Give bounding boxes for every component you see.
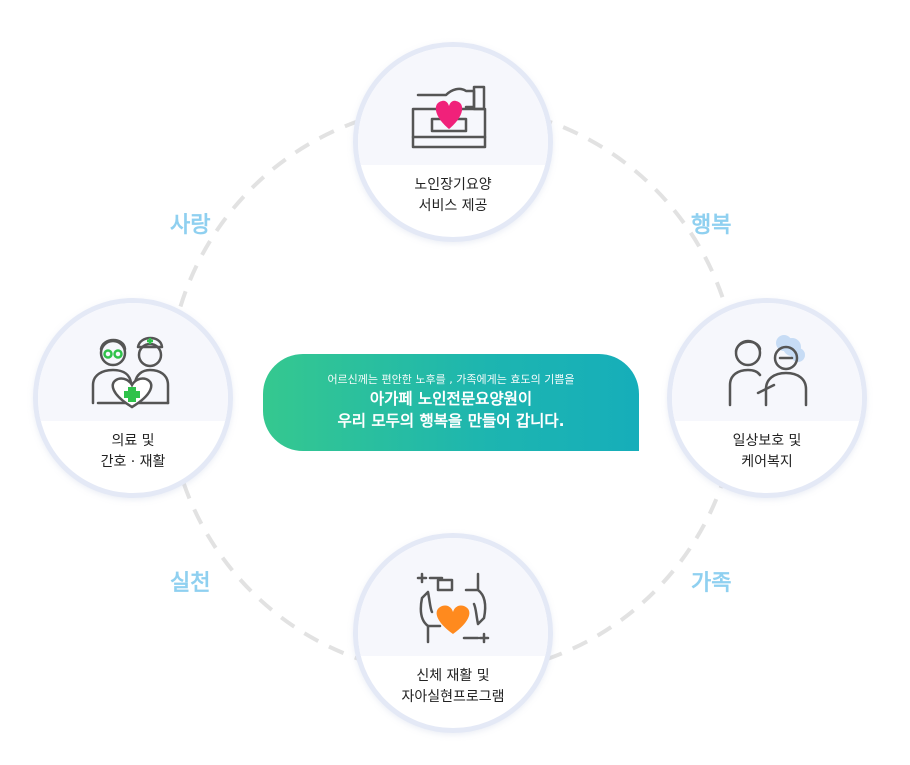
mission-line-1: 아가페 노인전문요양원이	[369, 390, 533, 408]
service-node-care: 일상보호 및 케어복지	[667, 298, 867, 498]
service-label-right: 일상보호 및 케어복지	[732, 433, 802, 470]
service-label-bottom: 신체 재활 및 자아실현프로그램	[401, 668, 505, 705]
service-node-rehab: 신체 재활 및 자아실현프로그램	[353, 533, 553, 733]
value-family: 가족	[691, 571, 732, 596]
service-node-long-term-care: 노인장기요양 서비스 제공	[353, 42, 553, 242]
mission-line-2: 우리 모두의 행복을 만들어 갑니다.	[337, 412, 565, 430]
service-label-left: 의료 및 간호 · 재활	[100, 433, 166, 470]
doctor-nurse-icon	[91, 336, 170, 409]
mission-banner: 어르신께는 편안한 노후를 , 가족에게는 효도의 기쁨을 아가페 노인전문요양…	[263, 354, 639, 451]
value-happiness: 행복	[691, 213, 732, 238]
heart-hand-box-icon	[411, 85, 487, 149]
hands-heart-icon	[416, 572, 490, 644]
service-label-top: 노인장기요양 서비스 제공	[414, 177, 492, 214]
value-practice: 실천	[170, 571, 211, 596]
service-node-medical: 의료 및 간호 · 재활	[33, 298, 233, 498]
mission-subtitle: 어르신께는 편안한 노후를 , 가족에게는 효도의 기쁨을	[327, 373, 575, 386]
value-love: 사랑	[170, 213, 211, 238]
caregiver-elder-icon	[728, 335, 808, 407]
